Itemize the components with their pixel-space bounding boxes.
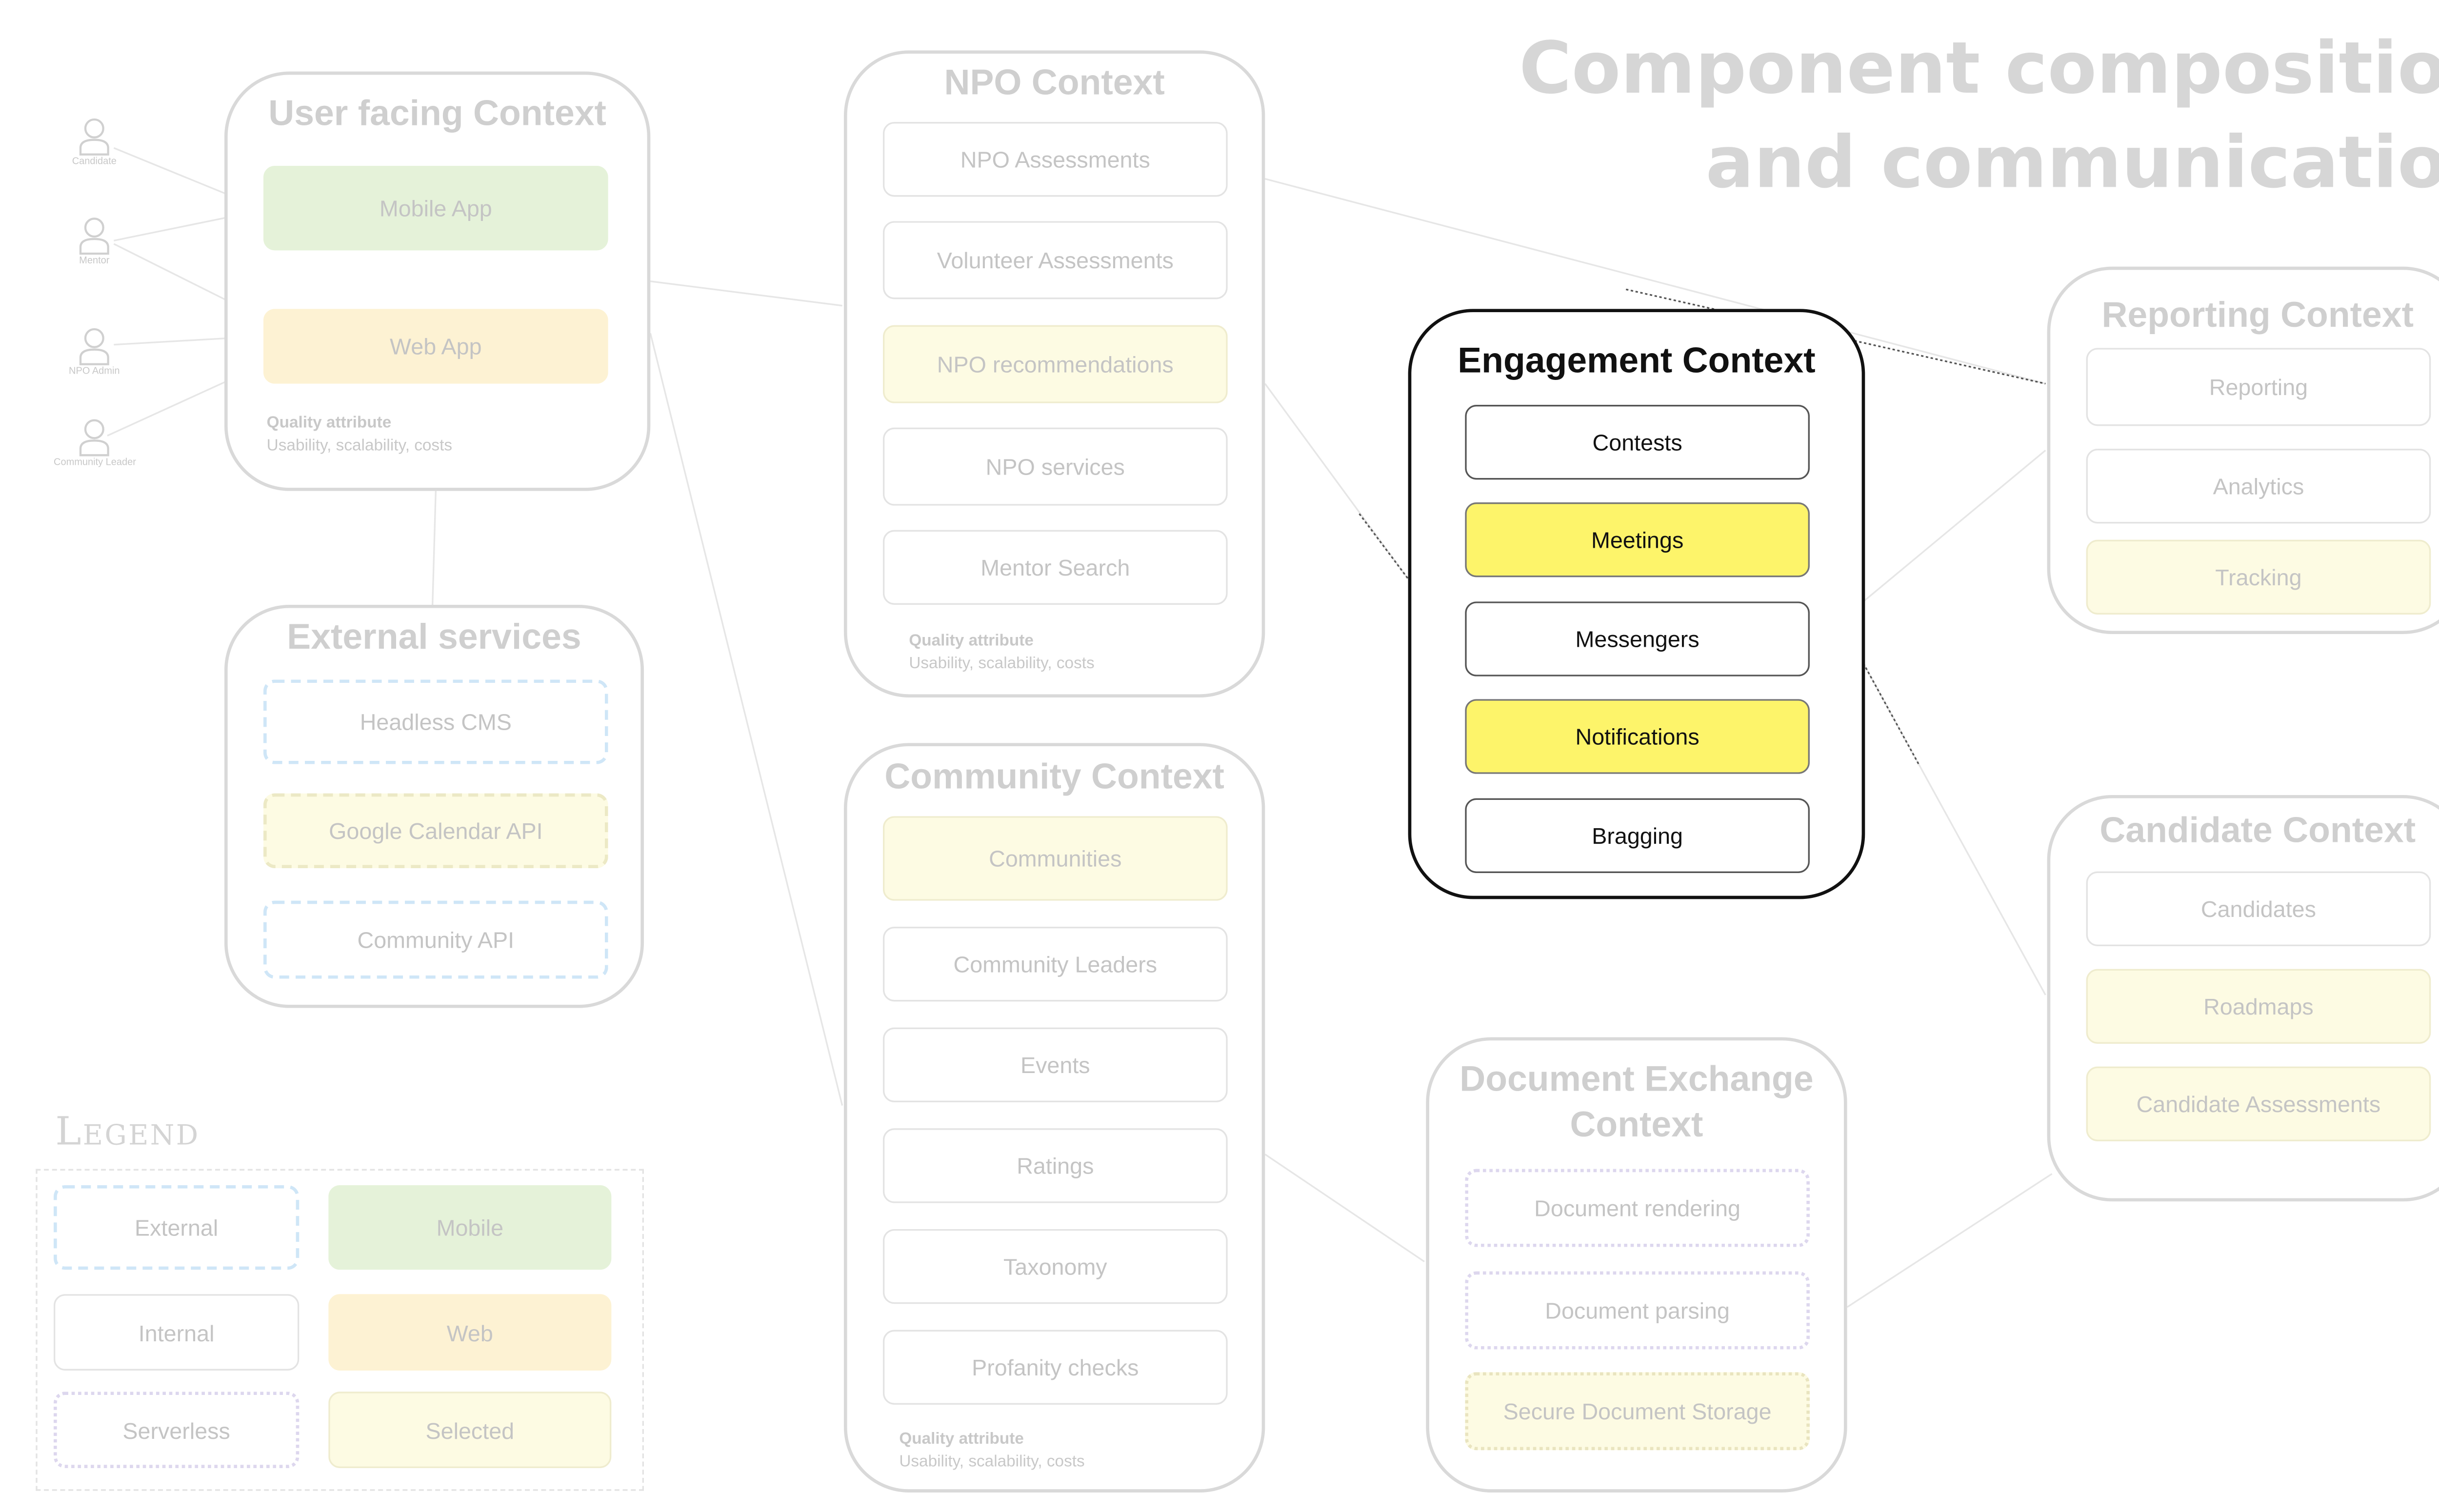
external-services-context: External services Headless CMS Google Ca… [224,604,644,1008]
quality-value: Usability, scalability, costs [899,1453,1085,1472]
connector [1846,1173,2053,1308]
component-community-api: Community API [263,900,608,979]
candidate-context: Candidate Context Candidates Roadmaps Ca… [2047,795,2439,1202]
legend-web: Web [328,1294,612,1371]
component-npo-recommendations: NPO recommendations [882,325,1228,403]
title-line-2: and communication [1705,121,2439,205]
component-secure-document-storage: Secure Document Storage [1465,1372,1810,1451]
quality-label: Quality attribute [909,632,1034,651]
component-profanity-checks: Profanity checks [882,1330,1228,1405]
component-google-calendar-api: Google Calendar API [263,793,608,868]
quality-value: Usability, scalability, costs [266,437,453,456]
component-volunteer-assessments: Volunteer Assessments [882,221,1228,299]
legend-title: Legend [55,1109,200,1154]
quality-value: Usability, scalability, costs [909,655,1095,673]
connector [649,333,843,1106]
component-candidate-assessments: Candidate Assessments [2086,1066,2431,1141]
connector-active [1359,513,1409,579]
legend-external: External [53,1185,300,1270]
npo-context: NPO Context NPO Assessments Volunteer As… [843,50,1265,697]
connector [650,280,842,307]
component-communities: Communities [882,816,1228,901]
component-meetings: Meetings [1465,502,1810,577]
component-headless-cms: Headless CMS [263,679,608,764]
context-title: Candidate Context [2099,809,2416,851]
quality-attribute: Quality attribute Usability, scalability… [267,413,452,458]
component-taxonomy: Taxonomy [882,1229,1228,1304]
connector [1862,663,2046,995]
legend-serverless: Serverless [53,1392,300,1468]
user-facing-context: User facing Context Mobile App Web App Q… [224,71,651,491]
component-mobile-app: Mobile App [263,165,608,251]
quality-label: Quality attribute [266,414,392,433]
actor-label: NPO Admin [69,367,120,378]
community-context: Community Context Communities Community … [843,743,1265,1492]
component-messengers: Messengers [1465,601,1810,676]
component-community-leaders: Community Leaders [882,926,1228,1002]
context-title: Reporting Context [2101,294,2414,335]
component-web-app: Web App [263,309,608,384]
quality-attribute: Quality attribute Usability, scalability… [899,1429,1084,1474]
actor-mentor: Mentor [54,216,135,267]
legend-selected: Selected [328,1392,612,1468]
person-icon [79,419,109,457]
component-npo-services: NPO services [882,427,1228,506]
component-notifications: Notifications [1465,699,1810,774]
component-contests: Contests [1465,404,1810,480]
legend-mobile: Mobile [328,1185,612,1270]
document-exchange-context: Document Exchange Context Document rende… [1426,1037,1847,1492]
actor-candidate: Candidate [54,117,135,167]
connector [431,491,437,605]
component-document-parsing: Document parsing [1465,1271,1810,1350]
context-title: Document Exchange Context [1429,1057,1844,1148]
component-events: Events [882,1027,1228,1102]
context-title-line-2: Context [1570,1104,1703,1145]
component-document-rendering: Document rendering [1465,1169,1810,1247]
component-npo-assessments: NPO Assessments [882,121,1228,197]
component-bragging: Bragging [1465,798,1810,873]
actor-label: Community Leader [53,458,137,468]
context-title: Community Context [884,756,1224,797]
context-title: NPO Context [944,61,1165,102]
title-line-1: Component composition [1519,27,2439,111]
actor-npo-admin: NPO Admin [54,327,135,377]
person-icon [79,218,109,255]
component-mentor-search: Mentor Search [882,530,1228,605]
actor-label: Mentor [79,257,110,267]
actor-community-leader: Community Leader [53,418,137,468]
actor-label: Candidate [72,158,117,168]
legend [36,1169,644,1491]
diagram-title: Component composition and communication [1519,23,2439,212]
component-analytics: Analytics [2086,448,2431,524]
component-candidates: Candidates [2086,871,2431,946]
quality-label: Quality attribute [899,1431,1024,1449]
quality-attribute: Quality attribute Usability, scalability… [909,631,1094,676]
component-roadmaps: Roadmaps [2086,969,2431,1044]
connector [1264,1154,1425,1263]
engagement-context: Engagement Context Contests Meetings Mes… [1408,309,1865,899]
context-title: Engagement Context [1458,339,1816,380]
context-title: User facing Context [268,92,607,134]
reporting-context: Reporting Context Reporting Analytics Tr… [2047,266,2439,634]
context-title-line-1: Document Exchange [1459,1058,1814,1099]
connector [1862,450,2046,602]
component-tracking: Tracking [2086,539,2431,615]
component-reporting: Reporting [2086,348,2431,426]
person-icon [79,328,109,365]
connector [1264,178,2046,385]
context-title: External services [287,616,581,657]
legend-internal: Internal [53,1294,300,1371]
component-ratings: Ratings [882,1128,1228,1203]
person-icon [79,118,109,156]
